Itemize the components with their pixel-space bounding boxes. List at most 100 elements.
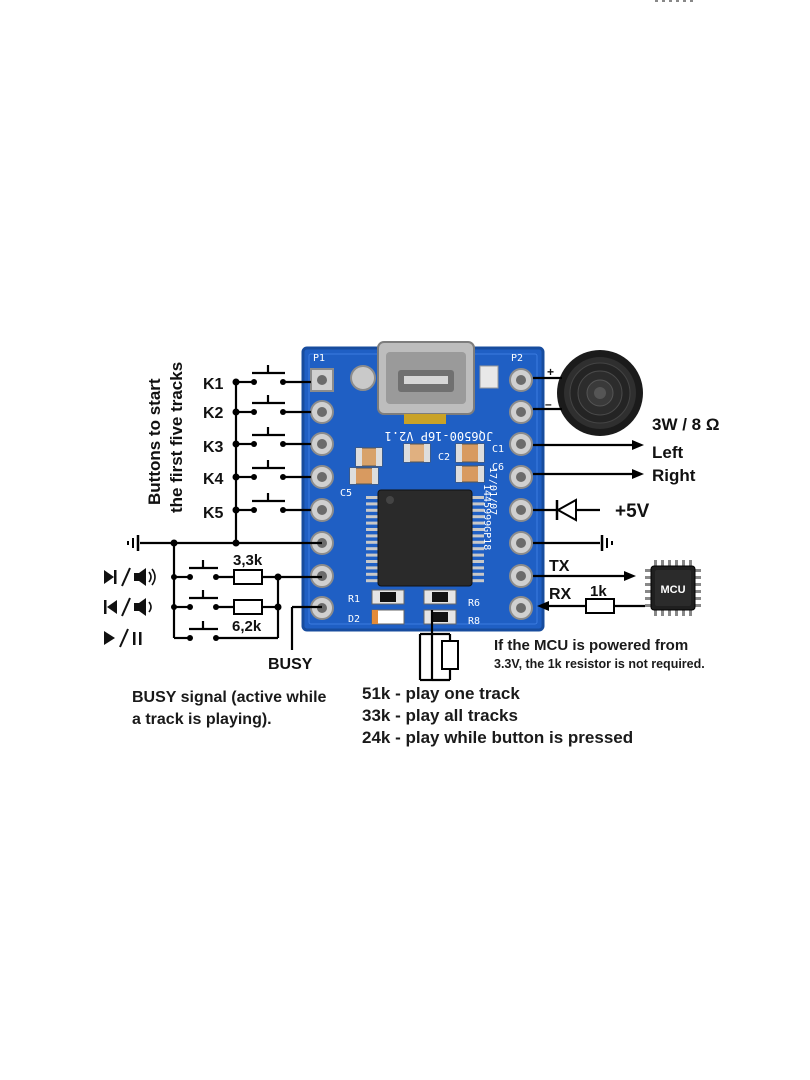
mcu-pin [690, 0, 693, 2]
part-c6-label: C6 [492, 462, 504, 473]
part-d2-label: D2 [348, 614, 360, 625]
mcu-pin [645, 569, 651, 572]
mcu-note-line2: 3.3V, the 1k resistor is not required. [494, 657, 705, 671]
audio-right-label: Right [652, 466, 696, 485]
resistor-6k2-label: 6,2k [232, 618, 262, 635]
part-c5-label: C5 [340, 488, 352, 499]
power-diode [533, 498, 600, 522]
part-r6-label: R6 [468, 598, 480, 609]
chip-pin [470, 553, 484, 557]
chip-pin [470, 540, 484, 544]
mcu-pin [675, 560, 678, 566]
header-p2-pins [509, 368, 533, 620]
chip-pin [470, 547, 484, 551]
rx-resistor-label: 1k [590, 583, 607, 600]
part-r1-label: R1 [348, 594, 360, 605]
chip-pin [366, 553, 380, 557]
connector-p2-label: P2 [511, 353, 523, 364]
mcu-pin [669, 0, 672, 2]
chip-pin [470, 534, 484, 538]
chip-pin [366, 521, 380, 525]
mcu-pin [695, 604, 701, 607]
pcb-model-label: JQ6500-16P V2.1 [385, 429, 493, 443]
part-c1-label: C1 [492, 444, 504, 455]
chip-pin [470, 508, 484, 512]
resistor-3k3-label: 3,3k [233, 552, 263, 569]
header-pin [509, 564, 533, 588]
chip-pin [366, 528, 380, 531]
busy-label: BUSY [268, 656, 313, 673]
chip-pin [470, 560, 484, 563]
header-pin [509, 368, 533, 392]
mcu-pin [695, 576, 701, 579]
chip-pin [366, 496, 380, 499]
mcu-pin [645, 583, 651, 586]
header-pin [310, 400, 334, 424]
mcu-pin [645, 597, 651, 600]
tx-line [533, 571, 636, 581]
chip-pin [470, 566, 484, 570]
audio-out-arrows [533, 440, 644, 479]
mcu-pin [695, 583, 701, 586]
header-pin [509, 465, 533, 489]
chip-pin [470, 515, 484, 519]
key-k5-label: K5 [203, 505, 224, 522]
mode-24k: 24k - play while button is pressed [362, 728, 633, 747]
mcu-pin [676, 0, 679, 2]
chip-pin [366, 560, 380, 563]
capacitors [349, 443, 485, 485]
header-pin [310, 432, 334, 456]
mcu-pin [661, 560, 664, 566]
mcu-pin [689, 560, 692, 566]
key-k1-label: K1 [203, 376, 224, 393]
mode-33k: 33k - play all tracks [362, 706, 518, 725]
chip-pin [470, 572, 484, 576]
header-pin [509, 400, 533, 424]
key-switch [232, 460, 311, 481]
part-r8-label: R8 [468, 616, 480, 627]
rx-label: RX [549, 586, 572, 603]
ground-symbol-right [533, 535, 613, 551]
play-pause-icon [104, 628, 142, 648]
connector-p1-label: P1 [313, 353, 325, 364]
mcu-pin [689, 610, 692, 616]
chip-pin [366, 566, 380, 570]
key-k2-label: K2 [203, 405, 224, 422]
chip-pin [366, 508, 380, 512]
mcu-pin [645, 590, 651, 593]
mounting-hole [350, 365, 376, 391]
header-pin [509, 596, 533, 620]
busy-note-line1: BUSY signal (active while [132, 689, 327, 706]
mcu-pin [645, 576, 651, 579]
next-volume-up-icon [104, 567, 156, 587]
bottom-smd-parts [371, 589, 457, 625]
mcu-pin [682, 560, 685, 566]
ground-symbol-left [127, 535, 322, 551]
key-switch [232, 395, 311, 416]
key-switches [232, 365, 311, 514]
chip-pin [366, 540, 380, 544]
header-pin [509, 531, 533, 555]
chip-pin [470, 579, 484, 583]
chip-pin [366, 572, 380, 576]
micro-usb-port [377, 341, 475, 424]
chip-pin [470, 496, 484, 499]
key-k3-label: K3 [203, 439, 224, 456]
busy-note-line2: a track is playing). [132, 711, 272, 728]
header-pin [310, 368, 334, 392]
audio-left-label: Left [652, 443, 684, 462]
power-5v-label: +5V [615, 501, 650, 522]
smd-pad [479, 365, 499, 389]
rx-line [537, 598, 645, 614]
mcu-pin [695, 569, 701, 572]
mcu-pin [682, 610, 685, 616]
mcu-pin [661, 610, 664, 616]
chip-pin [470, 521, 484, 525]
mcu-pin [695, 590, 701, 593]
previous-volume-down-icon [104, 597, 152, 617]
mcu-pin [683, 0, 686, 2]
header-pin [310, 465, 334, 489]
mcu-label: MCU [660, 584, 685, 596]
chip-pin [470, 502, 484, 506]
chip-pin [366, 502, 380, 506]
